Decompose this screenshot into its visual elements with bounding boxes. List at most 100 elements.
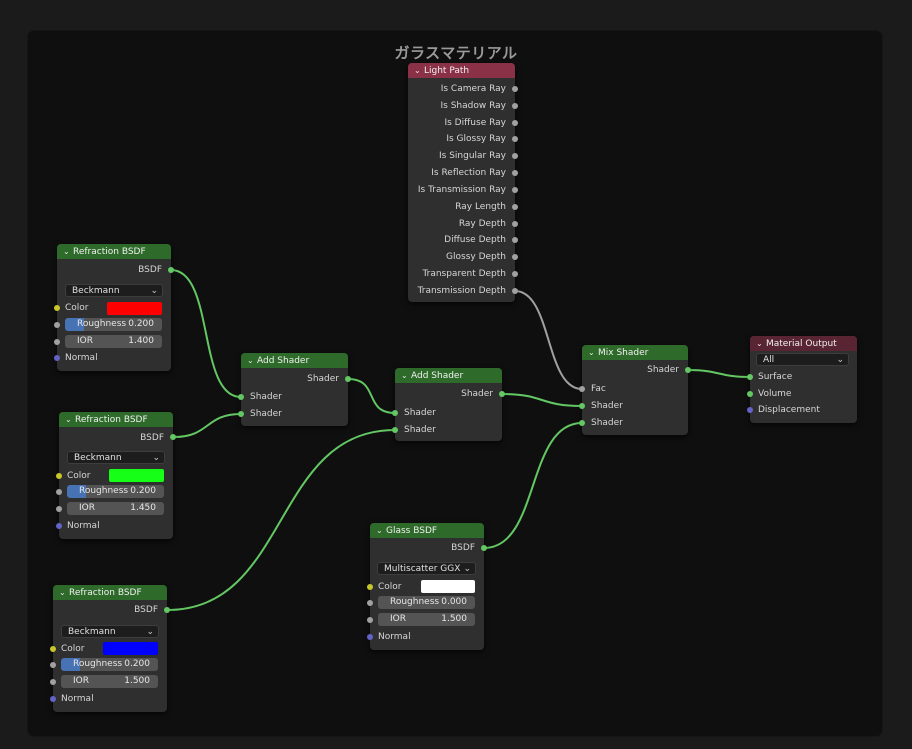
add-shader-header[interactable]: ⌄Add Shader — [395, 368, 502, 383]
socket-roughness[interactable] — [56, 489, 62, 495]
roughness-slider[interactable]: Roughness 0.200 — [61, 658, 158, 671]
refraction-bsdf-node-2[interactable]: ⌄Refraction BSDF BSDF Beckmann⌄ Color Ro… — [56, 412, 176, 539]
socket-shader-output[interactable] — [499, 391, 505, 397]
socket-is-diffuse-ray[interactable] — [512, 120, 518, 126]
chevron-down-icon[interactable]: ⌄ — [401, 371, 408, 380]
socket-normal[interactable] — [56, 523, 62, 529]
chevron-down-icon[interactable]: ⌄ — [756, 339, 763, 348]
socket-ray-depth[interactable] — [512, 221, 518, 227]
socket-ior[interactable] — [54, 339, 60, 345]
color-swatch[interactable] — [109, 469, 164, 482]
chevron-down-icon[interactable]: ⌄ — [588, 348, 595, 357]
material-output-node[interactable]: ⌄Material Output All⌄ Surface Volume Dis… — [747, 336, 857, 423]
socket-fac[interactable] — [579, 386, 585, 392]
color-swatch[interactable] — [421, 580, 475, 593]
displacement-label: Displacement — [758, 405, 820, 415]
distribution-dropdown[interactable]: Beckmann⌄ — [67, 451, 165, 464]
add-shader-header[interactable]: ⌄Add Shader — [241, 353, 348, 368]
output-bsdf-label: BSDF — [140, 433, 164, 443]
glass-bsdf-header[interactable]: ⌄Glass BSDF — [370, 523, 484, 538]
distribution-dropdown[interactable]: Beckmann⌄ — [61, 625, 159, 638]
socket-is-reflection-ray[interactable] — [512, 170, 518, 176]
socket-shader-input-1[interactable] — [579, 403, 585, 409]
roughness-slider[interactable]: Roughness 0.000 — [378, 596, 475, 609]
roughness-slider[interactable]: Roughness 0.200 — [65, 318, 162, 331]
chevron-down-icon[interactable]: ⌄ — [59, 588, 66, 597]
chevron-down-icon[interactable]: ⌄ — [63, 247, 70, 256]
socket-ray-length[interactable] — [512, 204, 518, 210]
socket-bsdf-output[interactable] — [164, 607, 170, 613]
chevron-down-icon[interactable]: ⌄ — [247, 356, 254, 365]
socket-diffuse-depth[interactable] — [512, 237, 518, 243]
material-output-header[interactable]: ⌄Material Output — [750, 336, 857, 351]
socket-roughness[interactable] — [50, 662, 56, 668]
ior-value: 1.450 — [130, 503, 156, 513]
mix-shader-header[interactable]: ⌄Mix Shader — [582, 345, 688, 360]
node-title: Refraction BSDF — [75, 415, 148, 425]
socket-ior[interactable] — [50, 679, 56, 685]
socket-bsdf-output[interactable] — [168, 267, 174, 273]
socket-volume[interactable] — [747, 391, 753, 397]
socket-shader-output[interactable] — [345, 376, 351, 382]
node-title: Mix Shader — [598, 348, 649, 358]
socket-color[interactable] — [367, 584, 373, 590]
socket-is-transmission-ray[interactable] — [512, 187, 518, 193]
distribution-dropdown[interactable]: Beckmann⌄ — [65, 284, 163, 297]
refraction-bsdf-node-3[interactable]: ⌄Refraction BSDF BSDF Beckmann⌄ Color Ro… — [50, 585, 170, 712]
light-path-node[interactable]: ⌄Light Path Is Camera Ray Is Shadow Ray … — [408, 63, 518, 302]
socket-transparent-depth[interactable] — [512, 271, 518, 277]
socket-displacement[interactable] — [747, 407, 753, 413]
refraction-bsdf-header[interactable]: ⌄Refraction BSDF — [57, 244, 171, 259]
socket-color[interactable] — [54, 305, 60, 311]
ior-field[interactable]: IOR 1.500 — [378, 613, 475, 626]
socket-glossy-depth[interactable] — [512, 254, 518, 260]
socket-surface[interactable] — [747, 374, 753, 380]
input-shader-2-label: Shader — [250, 409, 282, 419]
target-dropdown[interactable]: All⌄ — [756, 353, 849, 366]
chevron-down-icon[interactable]: ⌄ — [65, 415, 72, 424]
socket-bsdf-output[interactable] — [170, 434, 176, 440]
socket-is-glossy-ray[interactable] — [512, 136, 518, 142]
distribution-dropdown[interactable]: Multiscatter GGX⌄ — [377, 562, 476, 575]
refraction-bsdf-header[interactable]: ⌄Refraction BSDF — [59, 412, 173, 427]
socket-color[interactable] — [50, 646, 56, 652]
add-shader-node-1[interactable]: ⌄Add Shader Shader Shader Shader — [238, 353, 351, 426]
color-swatch[interactable] — [107, 302, 162, 315]
chevron-down-icon: ⌄ — [146, 627, 154, 637]
add-shader-node-2[interactable]: ⌄Add Shader Shader Shader Shader — [392, 368, 505, 441]
ior-field[interactable]: IOR 1.400 — [65, 335, 162, 348]
socket-shader-input-2[interactable] — [579, 420, 585, 426]
socket-color[interactable] — [56, 473, 62, 479]
socket-is-shadow-ray[interactable] — [512, 103, 518, 109]
output-is-reflection-ray: Is Reflection Ray — [431, 168, 506, 178]
glass-bsdf-node[interactable]: ⌄Glass BSDF BSDF Multiscatter GGX⌄ Color… — [367, 523, 487, 650]
refraction-bsdf-header[interactable]: ⌄Refraction BSDF — [53, 585, 167, 600]
socket-is-singular-ray[interactable] — [512, 153, 518, 159]
socket-normal[interactable] — [367, 634, 373, 640]
chevron-down-icon[interactable]: ⌄ — [414, 66, 421, 75]
socket-ior[interactable] — [56, 506, 62, 512]
ior-field[interactable]: IOR 1.450 — [67, 502, 164, 515]
socket-ior[interactable] — [367, 617, 373, 623]
socket-bsdf-output[interactable] — [481, 545, 487, 551]
socket-normal[interactable] — [50, 696, 56, 702]
roughness-label: Roughness — [79, 486, 129, 496]
socket-shader-input-2[interactable] — [238, 411, 244, 417]
mix-shader-node[interactable]: ⌄Mix Shader Shader Fac Shader Shader — [579, 345, 691, 435]
refraction-bsdf-node-1[interactable]: ⌄Refraction BSDF BSDF Beckmann⌄ Color Ro… — [54, 244, 174, 371]
socket-normal[interactable] — [54, 355, 60, 361]
light-path-header[interactable]: ⌄Light Path — [408, 63, 515, 78]
input-shader-2-label: Shader — [591, 418, 623, 428]
socket-transmission-depth[interactable] — [512, 288, 518, 294]
socket-shader-output[interactable] — [685, 367, 691, 373]
socket-shader-input-2[interactable] — [392, 427, 398, 433]
socket-shader-input-1[interactable] — [392, 410, 398, 416]
color-swatch[interactable] — [103, 642, 158, 655]
socket-shader-input-1[interactable] — [238, 394, 244, 400]
chevron-down-icon[interactable]: ⌄ — [376, 526, 383, 535]
roughness-slider[interactable]: Roughness 0.200 — [67, 485, 164, 498]
socket-roughness[interactable] — [54, 322, 60, 328]
ior-field[interactable]: IOR 1.500 — [61, 675, 158, 688]
socket-roughness[interactable] — [367, 600, 373, 606]
socket-is-camera-ray[interactable] — [512, 86, 518, 92]
